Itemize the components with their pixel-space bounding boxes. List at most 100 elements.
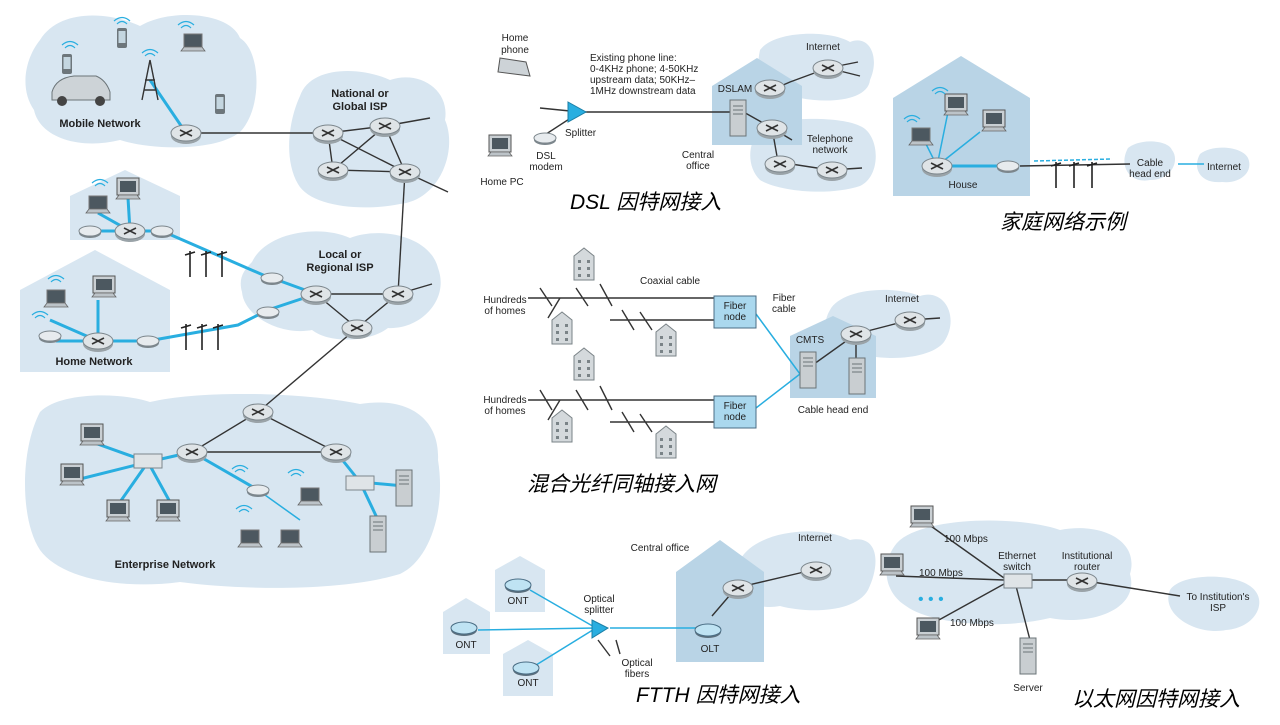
desktop-pc-icon (879, 553, 905, 576)
global-isp-router-icon (369, 117, 401, 138)
mobile-router-icon (170, 124, 202, 145)
phone-icon (62, 54, 72, 74)
cmts-icon (799, 351, 817, 389)
ont-label: ONT (455, 640, 476, 651)
fiber-cable-label: cable (772, 304, 796, 315)
telephone-network-label: Telephone (807, 134, 854, 145)
telephone-network-label: network (812, 145, 848, 156)
desktop-pc-icon (909, 505, 935, 528)
dsl-modem-icon (533, 132, 557, 146)
national-isp-label: National or (331, 88, 389, 100)
laptop-icon (297, 487, 323, 506)
coaxial-cable-label: Coaxial cable (640, 276, 700, 287)
dsl-router-icon (812, 59, 844, 80)
fiber-node-label: node (724, 312, 747, 323)
link-speed-label: 100 Mbps (950, 618, 994, 629)
link-speed-label: 100 Mbps (944, 534, 988, 545)
ftth-router-icon (800, 561, 832, 582)
enterprise-network-label: Enterprise Network (115, 559, 217, 571)
home-internet-cloud (1196, 147, 1250, 183)
regional-isp-cloud (240, 231, 441, 340)
splitter-label: Splitter (565, 128, 597, 139)
desktop-pc-icon (943, 93, 969, 116)
hundreds-of-homes-label: Hundreds (483, 295, 526, 306)
hfc-access-section: Coaxial cable Hundreds of homes Hundreds… (483, 247, 951, 496)
fiber-node-box (713, 295, 757, 329)
laptop-icon (43, 289, 69, 308)
dsl-modem-label: modem (529, 162, 562, 173)
to-isp-label: ISP (1210, 603, 1226, 614)
house-shape (893, 56, 1030, 196)
mobile-network-label: Mobile Network (59, 118, 141, 130)
wireless-router-icon (38, 330, 62, 344)
institutional-router-icon (1066, 572, 1098, 593)
home-phone-label: Home (502, 33, 529, 44)
hundreds-of-homes-label: of homes (484, 306, 525, 317)
to-isp-label: To Institution's (1186, 592, 1249, 603)
cmts-label: CMTS (796, 335, 825, 346)
ethernet-access-section: • • • 100 Mbps 100 Mbps 100 Mbps Etherne… (879, 505, 1260, 711)
server-icon (848, 357, 866, 395)
phone-icon (117, 28, 127, 48)
upper-house (70, 170, 180, 240)
server-icon (1019, 637, 1037, 675)
dsl-router-icon (754, 79, 786, 100)
internet-label: Internet (1207, 162, 1241, 173)
home-phone-label: phone (501, 45, 529, 56)
regional-isp-router-icon (341, 319, 373, 340)
olt-icon (694, 623, 722, 639)
regional-isp-label: Regional ISP (306, 262, 373, 274)
utility-pole-icon (216, 250, 228, 278)
internet-label: Internet (885, 294, 919, 305)
home-router-icon (82, 332, 114, 353)
cable-modem-icon (996, 160, 1020, 174)
desktop-pc-icon (155, 499, 181, 522)
ethernet-caption: 以太网因特网接入 (1072, 688, 1240, 711)
desktop-pc-icon (91, 275, 117, 298)
utility-pole-icon (196, 323, 208, 351)
national-isp-label: Global ISP (332, 101, 387, 113)
cable-headend-modem-icon (260, 272, 284, 286)
optical-splitter-label: Optical (583, 594, 614, 605)
phone-icon (497, 57, 531, 77)
home-building-icon (573, 247, 595, 281)
desktop-pc-icon (105, 499, 131, 522)
home-router-icon (114, 222, 146, 243)
home-building-icon (551, 409, 573, 443)
dslam-label: DSLAM (718, 84, 752, 95)
splitter-icon (567, 101, 588, 123)
telephone-switch-icon (764, 155, 796, 176)
enterprise-network-cloud (25, 393, 441, 588)
dslam-icon (729, 99, 747, 137)
cable-head-end-cloud (1124, 141, 1176, 181)
hfc-router-icon (894, 311, 926, 332)
dsl-modem-label: DSL (536, 151, 556, 162)
dsl-caption: DSL 因特网接入 (570, 191, 721, 214)
car-icon (51, 75, 111, 101)
optical-splitter-label: splitter (584, 605, 614, 616)
ont-label: ONT (517, 678, 538, 689)
cable-head-end-label: Cable (1137, 158, 1164, 169)
central-office-label: Central office (631, 543, 690, 554)
ftth-caption: FTTH 因特网接入 (636, 684, 800, 707)
ethernet-switch-label: switch (1003, 562, 1031, 573)
utility-pole-icon (184, 250, 196, 278)
ethernet-switch-icon (345, 475, 375, 491)
laptop-icon (237, 529, 263, 548)
enterprise-router-icon (242, 403, 274, 424)
central-office-label: Central (682, 150, 714, 161)
ftth-access-section: Central office Internet Optical splitter… (443, 531, 876, 707)
fiber-cable-label: Fiber (773, 293, 796, 304)
wireless-router-icon (246, 484, 270, 498)
mobile-devices (51, 16, 225, 114)
phone-line-label: upstream data; 50KHz– (590, 75, 695, 86)
house-label: House (949, 180, 978, 191)
regional-isp-router-icon (382, 285, 414, 306)
cable-head-end-label: head end (1129, 169, 1171, 180)
global-isp-router-icon (312, 124, 344, 145)
more-hosts-ellipsis: • • • (918, 591, 944, 608)
utility-pole-icon (180, 323, 192, 351)
global-isp-router-icon (389, 163, 421, 184)
